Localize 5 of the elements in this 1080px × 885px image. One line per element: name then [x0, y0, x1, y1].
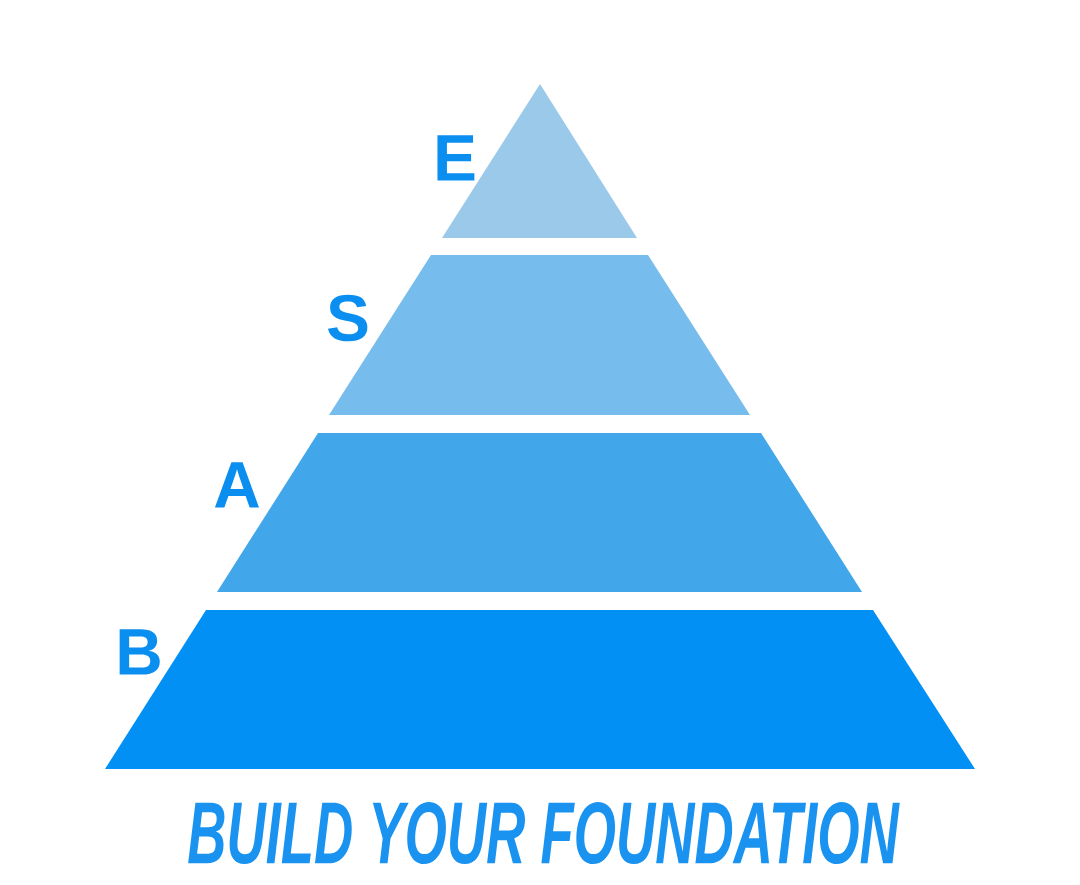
layer-letter: E: [437, 135, 475, 181]
layer-letter: B: [119, 629, 160, 675]
caption: BUILD YOUR FOUNDATION: [188, 801, 900, 864]
layer-letter: A: [214, 462, 259, 508]
layer-letter: S: [327, 294, 368, 342]
